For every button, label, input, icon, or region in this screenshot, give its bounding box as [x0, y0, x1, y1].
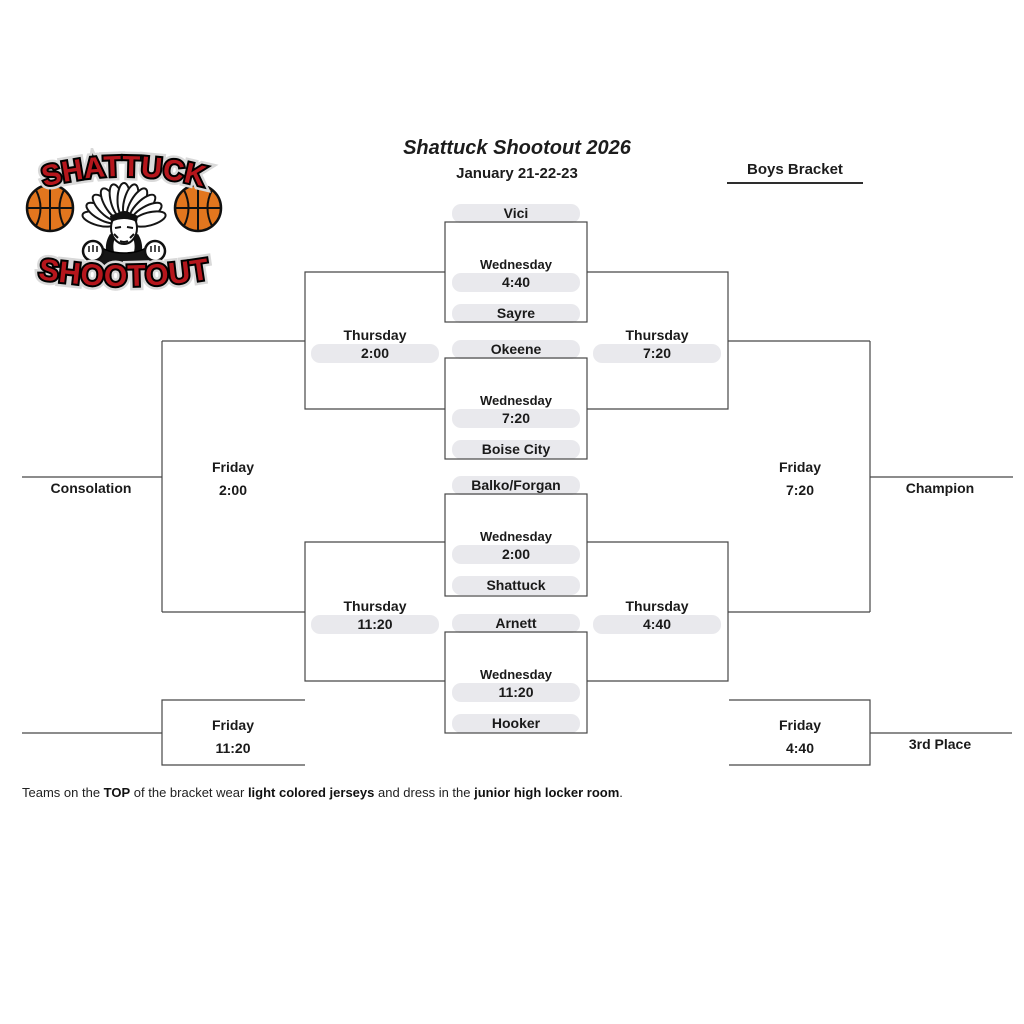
footnote-seg3: and dress in the [374, 785, 475, 800]
team-shattuck: Shattuck [452, 576, 580, 595]
event-dates: January 21-22-23 [456, 165, 578, 182]
championship-semi1-time: 7:20 [593, 344, 721, 363]
game2-time: 7:20 [452, 409, 580, 428]
footnote-seg1: Teams on the [22, 785, 104, 800]
championship-final-time: 7:20 [785, 482, 815, 498]
team-boise-city: Boise City [452, 440, 580, 459]
bracket-label: Boys Bracket [727, 161, 863, 184]
page-title: Shattuck Shootout 2026 [403, 137, 631, 159]
championship-final-node: Friday 7:20 [740, 456, 860, 502]
footnote-seg2: of the bracket wear [130, 785, 248, 800]
consolation-final-day: Friday [211, 459, 254, 475]
championship-semi2-day: Thursday [625, 598, 689, 614]
championship-semi1-day: Thursday [625, 327, 689, 343]
third-place-label: 3rd Place [908, 736, 972, 752]
consolation-final-node: Friday 2:00 [173, 456, 293, 502]
game2-day: Wednesday [479, 393, 552, 408]
game1-time: 4:40 [452, 273, 580, 292]
seventh-place-day: Friday [211, 717, 254, 733]
champion-label: Champion [905, 480, 975, 496]
basketball-left-icon [25, 183, 75, 233]
team-hooker: Hooker [452, 714, 580, 733]
chief-face [81, 211, 167, 271]
third-place-node: Friday 4:40 [740, 714, 860, 760]
tournament-logo: SHATTUCK SHATTUCK SHOOTOUT SHOOTOUT [25, 148, 223, 298]
game4-time: 11:20 [452, 683, 580, 702]
team-vici: Vici [452, 204, 580, 223]
footnote-bold3: junior high locker room [474, 785, 620, 800]
footnote-bold2: light colored jerseys [247, 785, 375, 800]
consolation-semi2-time: 11:20 [311, 615, 439, 634]
consolation-semi1-time: 2:00 [311, 344, 439, 363]
game3-day: Wednesday [479, 529, 552, 544]
basketball-right-icon [173, 183, 223, 233]
third-place-time: 4:40 [785, 740, 815, 756]
consolation-label: Consolation [50, 480, 132, 496]
championship-semi2-time: 4:40 [593, 615, 721, 634]
game4-day: Wednesday [479, 667, 552, 682]
championship-final-day: Friday [778, 459, 821, 475]
team-sayre: Sayre [452, 304, 580, 323]
team-arnett: Arnett [452, 614, 580, 633]
team-balko-forgan: Balko/Forgan [452, 476, 580, 495]
footnote-seg4: . [619, 785, 623, 800]
third-place-day: Friday [778, 717, 821, 733]
game3-time: 2:00 [452, 545, 580, 564]
consolation-semi1-day: Thursday [343, 327, 407, 343]
team-okeene: Okeene [452, 340, 580, 359]
footnote-bold1: TOP [103, 785, 131, 800]
game1-day: Wednesday [479, 257, 552, 272]
jersey-footnote: Teams on the TOP of the bracket wear lig… [22, 785, 623, 800]
consolation-final-time: 2:00 [218, 482, 248, 498]
consolation-semi2-day: Thursday [343, 598, 407, 614]
seventh-place-time: 11:20 [215, 740, 251, 756]
seventh-place-node: Friday 11:20 [173, 714, 293, 760]
